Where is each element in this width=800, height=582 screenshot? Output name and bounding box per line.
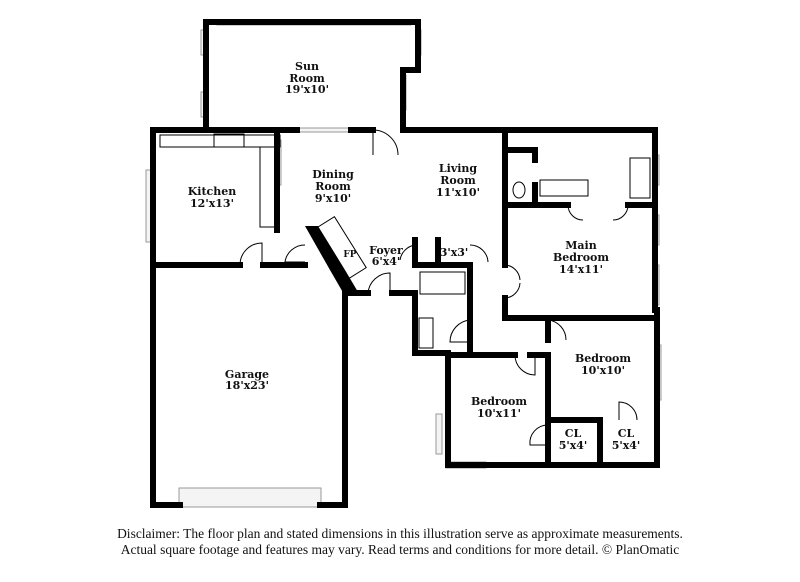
walls bbox=[150, 19, 660, 508]
disclaimer-line-1: Disclaimer: The floor plan and stated di… bbox=[117, 526, 683, 541]
disclaimer-line-2: Actual square footage and features may v… bbox=[120, 542, 680, 557]
fireplace-label: FP bbox=[343, 250, 356, 260]
fixtures bbox=[159, 129, 651, 446]
closet-3x3-label: 3'x3' bbox=[440, 246, 469, 259]
